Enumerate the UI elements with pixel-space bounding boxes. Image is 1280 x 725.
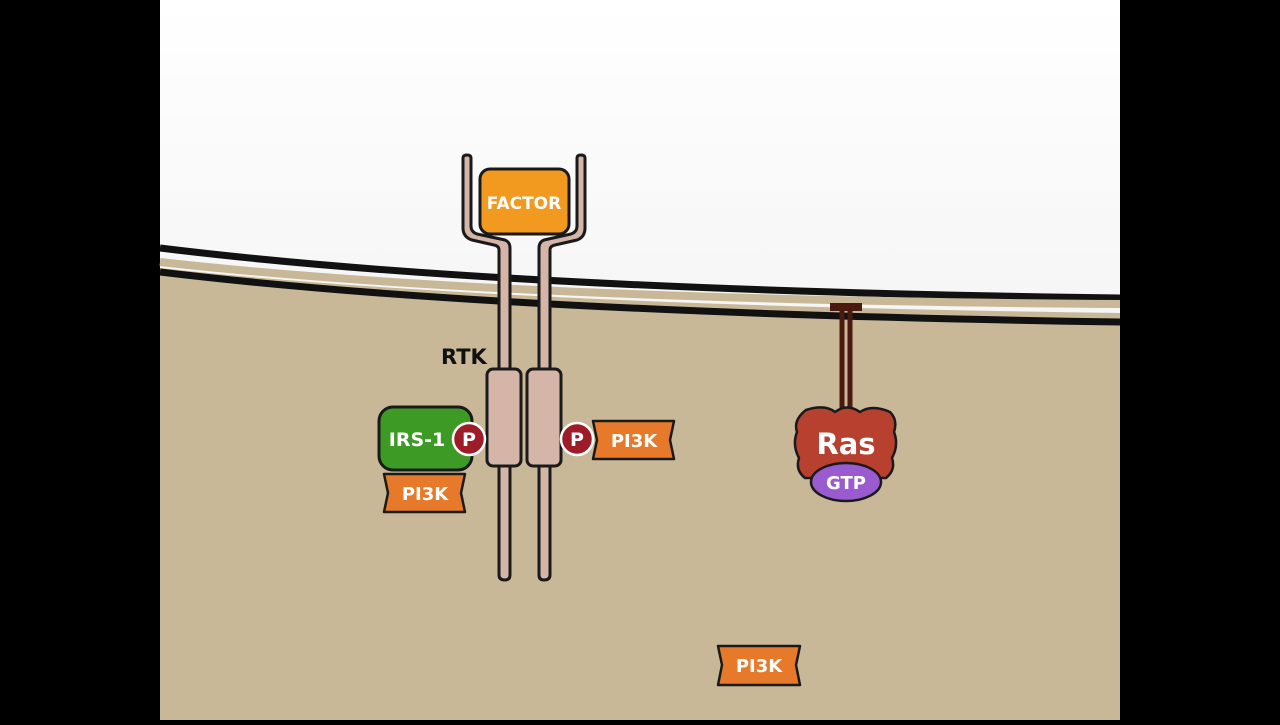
irs1-label: IRS-1 <box>389 429 446 451</box>
membrane-inner <box>159 268 1121 326</box>
growth-factor: FACTOR <box>478 167 571 236</box>
pi3k-below-irs1-body <box>382 472 467 514</box>
membrane-core <box>159 258 1121 308</box>
ras-anchor-cap <box>830 303 862 311</box>
phosphate-right-label: P <box>570 429 584 451</box>
kinase-domain-right <box>525 367 563 468</box>
ras-protein: Ras <box>793 406 898 480</box>
phosphate-left-circle <box>451 421 487 457</box>
cytoplasm <box>160 268 1120 720</box>
pi3k-free-label: PI3K <box>736 656 783 677</box>
kinase-domain-left <box>485 367 523 468</box>
rtk-receptor <box>461 153 587 582</box>
letterbox-left <box>0 0 160 720</box>
phosphate-right-circle <box>559 421 595 457</box>
pi3k-free-body <box>716 644 802 687</box>
factor-body <box>478 167 571 236</box>
pi3k-bound-rtk-body <box>591 419 676 461</box>
pi3k-below-irs1-label: PI3K <box>402 484 449 505</box>
phosphate-left: P <box>451 421 487 457</box>
ras-anchor <box>830 303 862 412</box>
pi3k-bound-rtk: PI3K <box>591 419 676 461</box>
pi3k-bound-rtk-label: PI3K <box>611 431 658 452</box>
membrane-outer <box>159 244 1121 302</box>
pi3k-free: PI3K <box>716 644 802 687</box>
letterbox-right <box>1120 0 1280 720</box>
pi3k-below-irs1: PI3K <box>382 472 467 514</box>
gtp-body <box>809 461 883 503</box>
rtk-label: RTK <box>441 345 488 369</box>
phosphate-right: P <box>559 421 595 457</box>
gtp-molecule: GTP <box>809 461 883 503</box>
gtp-label: GTP <box>826 473 866 494</box>
ras-body <box>793 406 898 480</box>
ras-label: Ras <box>816 427 875 461</box>
factor-label: FACTOR <box>487 194 561 214</box>
phosphate-left-label: P <box>462 429 476 451</box>
